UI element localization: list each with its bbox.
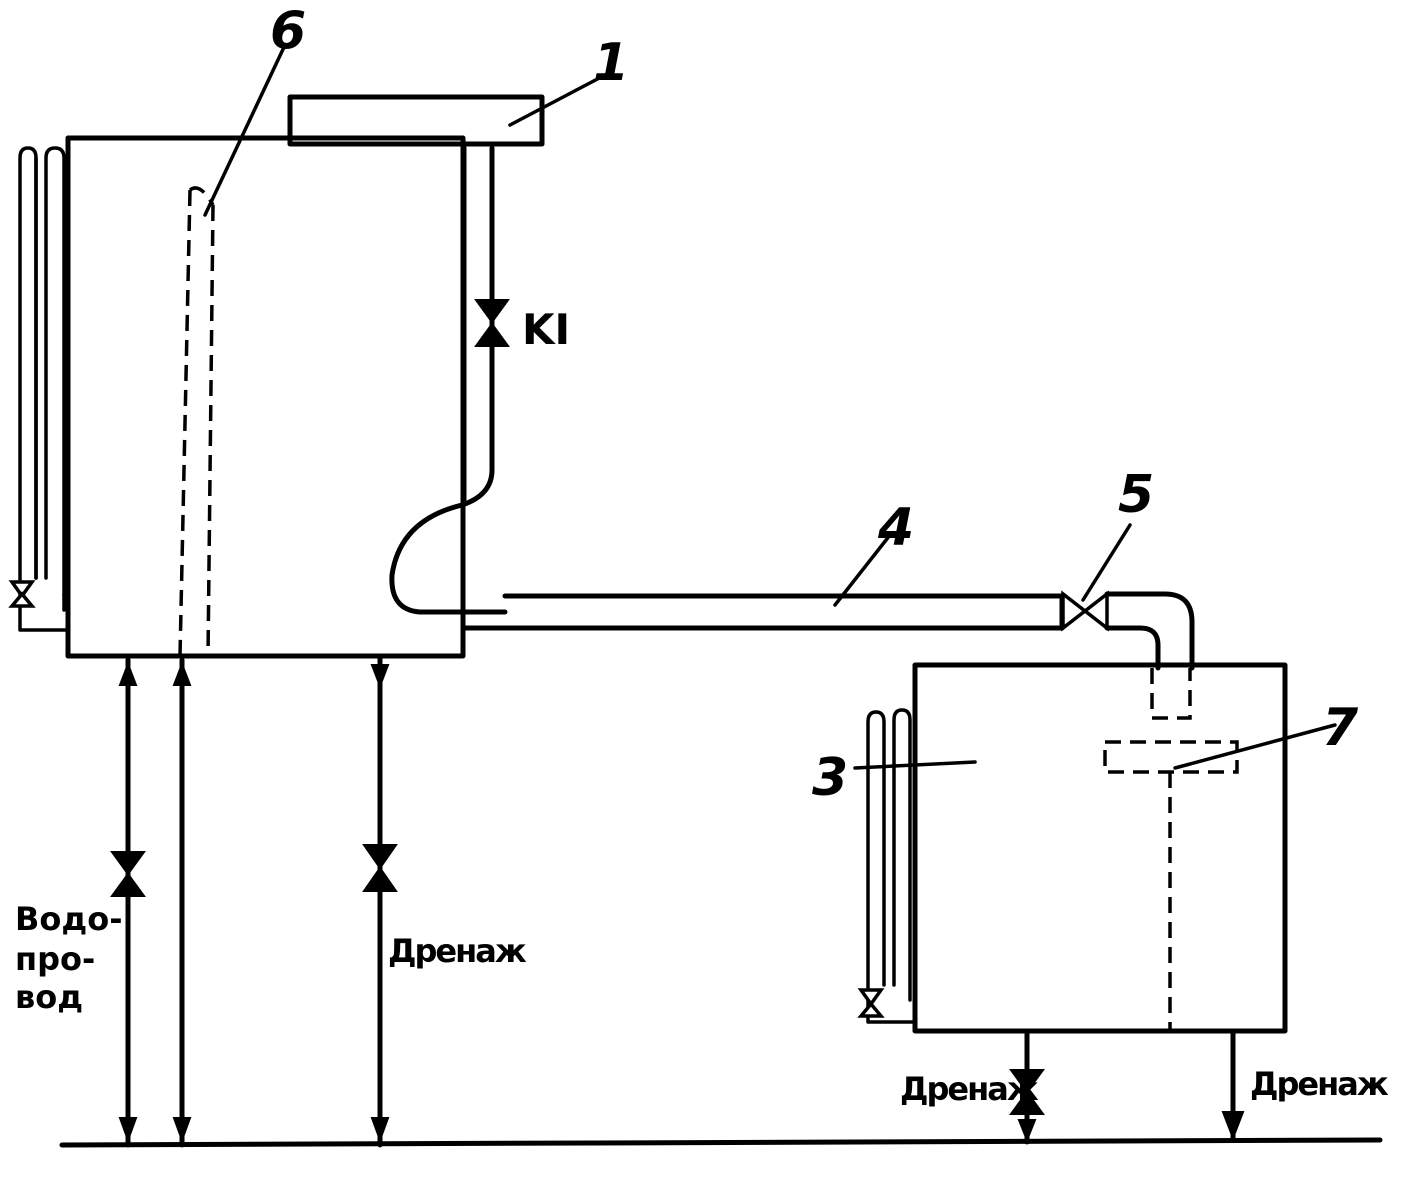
- callout-4: 4: [877, 498, 914, 558]
- bypass-pipe: [389, 145, 508, 631]
- drain-label-small-1: Дренаж: [900, 1070, 1039, 1108]
- leader-4: [833, 533, 892, 607]
- callout-5: 5: [1118, 465, 1154, 525]
- coil-exchanger-left: [8, 146, 70, 632]
- callout-3: 3: [812, 748, 848, 808]
- drain-label-small-2: Дренаж: [1250, 1065, 1389, 1103]
- callout-7: 7: [1322, 698, 1359, 758]
- coil-exchanger-right: [857, 708, 917, 1024]
- valve-5: [1061, 590, 1109, 632]
- callout-6: 6: [270, 1, 306, 61]
- valve-ki: [474, 299, 510, 347]
- water-supply-label: Водо- про- вод: [15, 900, 122, 1016]
- drain-line-main: [362, 653, 398, 1148]
- leader-6: [203, 43, 287, 217]
- elbow-pipe: [1104, 591, 1195, 671]
- valve-ki-label: KI: [522, 305, 570, 354]
- drain-line-small-2: [1221, 1028, 1245, 1143]
- callout-1: 1: [593, 33, 629, 93]
- main-tank: [65, 135, 466, 659]
- inlet-stub: [1150, 668, 1192, 720]
- svg-text:Водо-: Водо-: [15, 900, 122, 938]
- distributor-7: [1103, 740, 1239, 1031]
- leader-3: [853, 760, 977, 770]
- drain-line-small-1: [1009, 1028, 1045, 1145]
- drain-label-main: Дренаж: [388, 932, 527, 970]
- ground-line: [59, 1137, 1383, 1148]
- tube-outlet-line: [172, 657, 192, 1148]
- svg-text:вод: вод: [15, 978, 83, 1016]
- transfer-pipe-4: [502, 593, 1065, 631]
- leader-7: [1173, 723, 1337, 770]
- small-tank: [912, 662, 1288, 1034]
- leader-1: [508, 73, 607, 127]
- leader-5: [1081, 523, 1132, 602]
- top-unit: [287, 94, 545, 147]
- svg-text:про-: про-: [15, 940, 95, 978]
- water-supply-line: [110, 657, 146, 1148]
- internal-tube-6: [178, 186, 215, 657]
